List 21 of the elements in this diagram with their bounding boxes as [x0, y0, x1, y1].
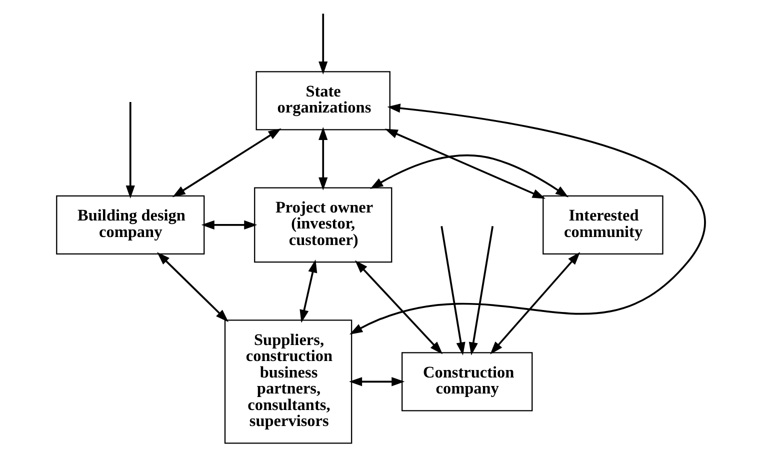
arrow — [490, 252, 580, 354]
arrow — [172, 128, 281, 198]
arrow — [348, 377, 404, 386]
arrow — [468, 226, 494, 356]
arrow — [354, 260, 442, 354]
arrow — [349, 104, 705, 334]
node-box: State organizations — [255, 71, 390, 130]
arrow — [440, 226, 465, 356]
node-box: Suppliers, construction business partners, consultants, supervisors — [224, 320, 352, 444]
arrow — [370, 154, 568, 198]
node-box: Building design company — [56, 195, 204, 255]
arrow — [318, 14, 328, 74]
arrow — [384, 128, 545, 199]
node-box: Interested community — [542, 195, 663, 255]
arrow — [156, 252, 228, 322]
node-box: Project owner (investor, customer) — [254, 187, 392, 263]
arrow — [125, 102, 134, 198]
arrow — [318, 127, 328, 190]
arrow — [200, 220, 257, 230]
arrow — [299, 260, 317, 323]
node-box: Construction company — [401, 352, 532, 412]
